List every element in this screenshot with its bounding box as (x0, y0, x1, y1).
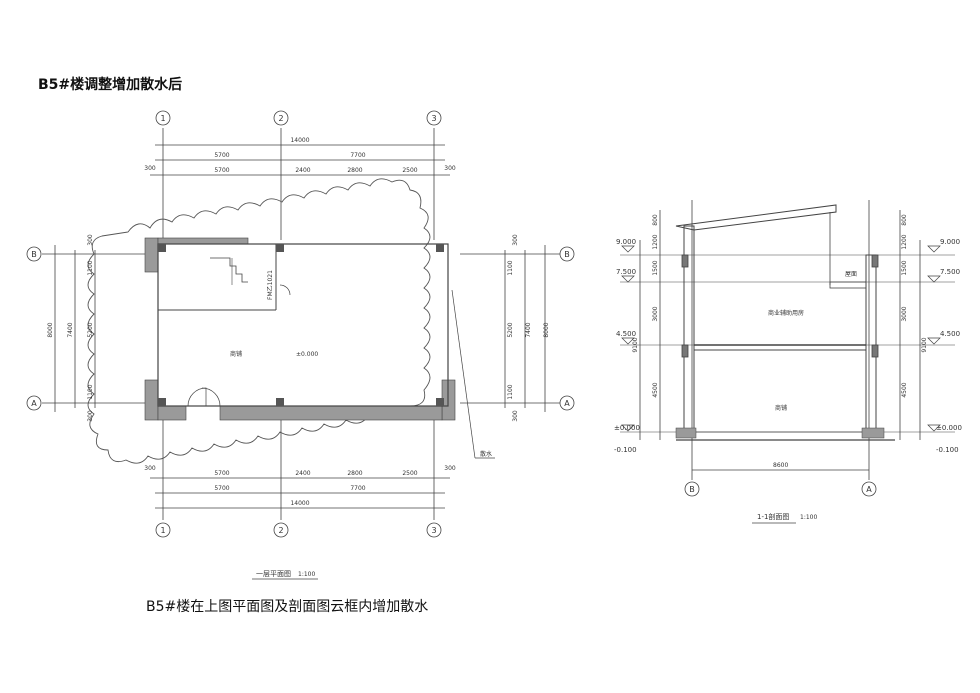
axis-label-right-b: B (564, 250, 570, 259)
section-dim-right-3: 1500 (901, 260, 908, 275)
section-dim-right-4: 3000 (901, 306, 908, 321)
dim-top-detail-6: 300 (444, 165, 456, 172)
dim-left-mid: 7400 (67, 322, 74, 337)
page-title: B5#楼调整增加散水后 (38, 77, 183, 93)
dim-top-detail-5: 2500 (402, 167, 417, 174)
plan-callout: 散水 (480, 450, 492, 458)
dim-bottom-detail-2: 5700 (214, 470, 229, 477)
axis-label-bottom-2: 2 (278, 526, 283, 535)
section-room-upper: 商业辅助用房 (768, 309, 804, 317)
axis-label-left-b: B (31, 250, 37, 259)
plan-elevation: ±0.000 (296, 351, 318, 358)
section-dim-left-3: 1500 (652, 260, 659, 275)
dim-bottom-detail-5: 2500 (402, 470, 417, 477)
dim-top-detail-4: 2800 (347, 167, 362, 174)
dim-bottom-total: 14000 (290, 500, 309, 507)
axis-label-right-a: A (564, 399, 570, 408)
dim-top-total: 14000 (290, 137, 309, 144)
plan-door-label: FM乙1021 (267, 270, 274, 300)
dim-left-detail-3: 5200 (87, 322, 94, 337)
dim-top-detail-1: 300 (144, 165, 156, 172)
section-dim-left-5: 4500 (652, 382, 659, 397)
dim-top-detail-3: 2400 (295, 167, 310, 174)
axis-label-left-a: A (31, 399, 37, 408)
section-dim-right-total: 9100 (921, 337, 928, 352)
section-level-right-2: 7.500 (940, 268, 960, 276)
dim-right-mid: 7400 (525, 322, 532, 337)
section-level-left-3: 4.500 (616, 330, 636, 338)
dim-top-bay-1: 5700 (214, 152, 229, 159)
section-axis-a: A (866, 485, 872, 494)
plan-title: 一层平面图 (256, 570, 291, 578)
dim-top-bay-2: 7700 (350, 152, 365, 159)
axis-label-bottom-1: 1 (160, 526, 165, 535)
dim-right-detail-4: 1100 (507, 384, 514, 399)
dim-bottom-bay-2: 7700 (350, 485, 365, 492)
section-dim-right-5: 4500 (901, 382, 908, 397)
section-level-left-1: 9.000 (616, 238, 636, 246)
section-level-right-1: 9.000 (940, 238, 960, 246)
dim-right-detail-3: 5200 (507, 322, 514, 337)
revision-cloud (87, 178, 431, 464)
section-level-left-5: -0.100 (614, 446, 637, 454)
dim-right-total: 8000 (543, 322, 550, 337)
section-drawing (620, 200, 955, 480)
plan-room-label: 商铺 (230, 350, 242, 358)
section-dim-right-2: 1200 (901, 234, 908, 249)
dim-bottom-detail-1: 300 (144, 465, 156, 472)
dim-right-detail-2: 1100 (507, 260, 514, 275)
dim-right-detail-1: 300 (512, 234, 519, 246)
section-level-left-4: ±0.000 (614, 424, 640, 432)
plan-scale: 1:100 (298, 571, 315, 578)
axis-label-bottom-3: 3 (431, 526, 436, 535)
section-dim-right-1: 800 (901, 214, 908, 226)
axis-label-top-1: 1 (160, 114, 165, 123)
section-room-lower: 商铺 (775, 404, 787, 412)
dim-right-detail-5: 300 (512, 410, 519, 422)
section-room-upper-small: 屋面 (845, 271, 857, 278)
section-title: 1-1剖面图 (757, 512, 789, 521)
dim-bottom-detail-6: 300 (444, 465, 456, 472)
section-dim-left-4: 3000 (652, 306, 659, 321)
section-level-left-2: 7.500 (616, 268, 636, 276)
section-scale: 1:100 (800, 514, 817, 521)
page-caption: B5#楼在上图平面图及剖面图云框内增加散水 (146, 599, 429, 615)
dim-left-detail-5: 300 (87, 410, 94, 422)
floor-plan (42, 128, 560, 520)
section-level-right-5: -0.100 (936, 446, 959, 454)
section-level-right-3: 4.500 (940, 330, 960, 338)
dim-left-total: 8000 (47, 322, 54, 337)
dim-bottom-detail-3: 2400 (295, 470, 310, 477)
plan-axis-bubbles (26, 110, 575, 538)
axis-label-top-3: 3 (431, 114, 436, 123)
plan-walls (144, 237, 495, 459)
dim-bottom-detail-4: 2800 (347, 470, 362, 477)
section-level-right-4: ±0.000 (936, 424, 962, 432)
axis-label-top-2: 2 (278, 114, 283, 123)
section-axis-b: B (689, 485, 695, 494)
dim-bottom-bay-1: 5700 (214, 485, 229, 492)
section-dim-left-1: 800 (652, 214, 659, 226)
dim-left-detail-2: 1100 (87, 260, 94, 275)
level-markers (621, 245, 941, 432)
section-dim-left-total: 9100 (632, 337, 639, 352)
dim-top-detail-2: 5700 (214, 167, 229, 174)
section-width-dim: 8600 (773, 462, 788, 469)
section-dim-left-2: 1200 (652, 234, 659, 249)
dim-left-detail-1: 300 (87, 234, 94, 246)
dim-left-detail-4: 1100 (87, 384, 94, 399)
